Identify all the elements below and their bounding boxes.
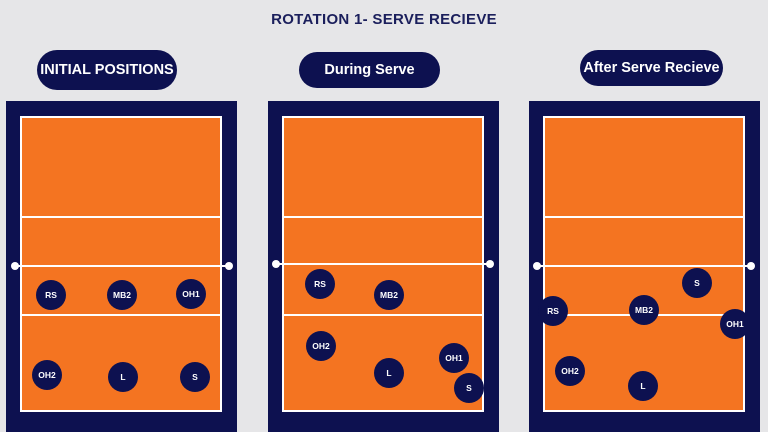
player-s: S bbox=[682, 268, 712, 298]
player-mb2: MB2 bbox=[374, 280, 404, 310]
court-surface bbox=[543, 116, 745, 412]
court-panel-after-serve-recieve: S RS MB2 OH1 OH2 L bbox=[529, 101, 760, 432]
net-post-left bbox=[272, 260, 280, 268]
player-l: L bbox=[108, 362, 138, 392]
court-panel-initial: RS MB2 OH1 OH2 L S bbox=[6, 101, 237, 432]
net-post-right bbox=[486, 260, 494, 268]
court-line bbox=[284, 314, 482, 316]
player-rs: RS bbox=[36, 280, 66, 310]
player-l: L bbox=[374, 358, 404, 388]
initial-positions-label: INITIAL POSITIONS bbox=[37, 50, 177, 90]
after-serve-recieve-label: After Serve Recieve bbox=[580, 50, 723, 86]
player-oh1: OH1 bbox=[176, 279, 206, 309]
net-post-right bbox=[225, 262, 233, 270]
player-rs: RS bbox=[538, 296, 568, 326]
net-post-right bbox=[747, 262, 755, 270]
player-oh2: OH2 bbox=[32, 360, 62, 390]
net-post-left bbox=[11, 262, 19, 270]
court-line bbox=[284, 216, 482, 218]
player-rs: RS bbox=[305, 269, 335, 299]
player-oh1: OH1 bbox=[439, 343, 469, 373]
player-mb2: MB2 bbox=[629, 295, 659, 325]
player-s: S bbox=[454, 373, 484, 403]
court-line bbox=[22, 314, 220, 316]
diagram-title: ROTATION 1- SERVE RECIEVE bbox=[271, 11, 497, 28]
court-panel-during-serve: RS MB2 OH2 L OH1 S bbox=[268, 101, 499, 432]
player-s: S bbox=[180, 362, 210, 392]
net-line bbox=[14, 265, 229, 267]
court-line bbox=[22, 216, 220, 218]
player-oh1: OH1 bbox=[720, 309, 750, 339]
net-line bbox=[276, 263, 491, 265]
player-oh2: OH2 bbox=[306, 331, 336, 361]
player-l: L bbox=[628, 371, 658, 401]
net-post-left bbox=[533, 262, 541, 270]
net-line bbox=[537, 265, 752, 267]
during-serve-label: During Serve bbox=[299, 52, 440, 88]
court-line bbox=[545, 216, 743, 218]
player-mb2: MB2 bbox=[107, 280, 137, 310]
player-oh2: OH2 bbox=[555, 356, 585, 386]
